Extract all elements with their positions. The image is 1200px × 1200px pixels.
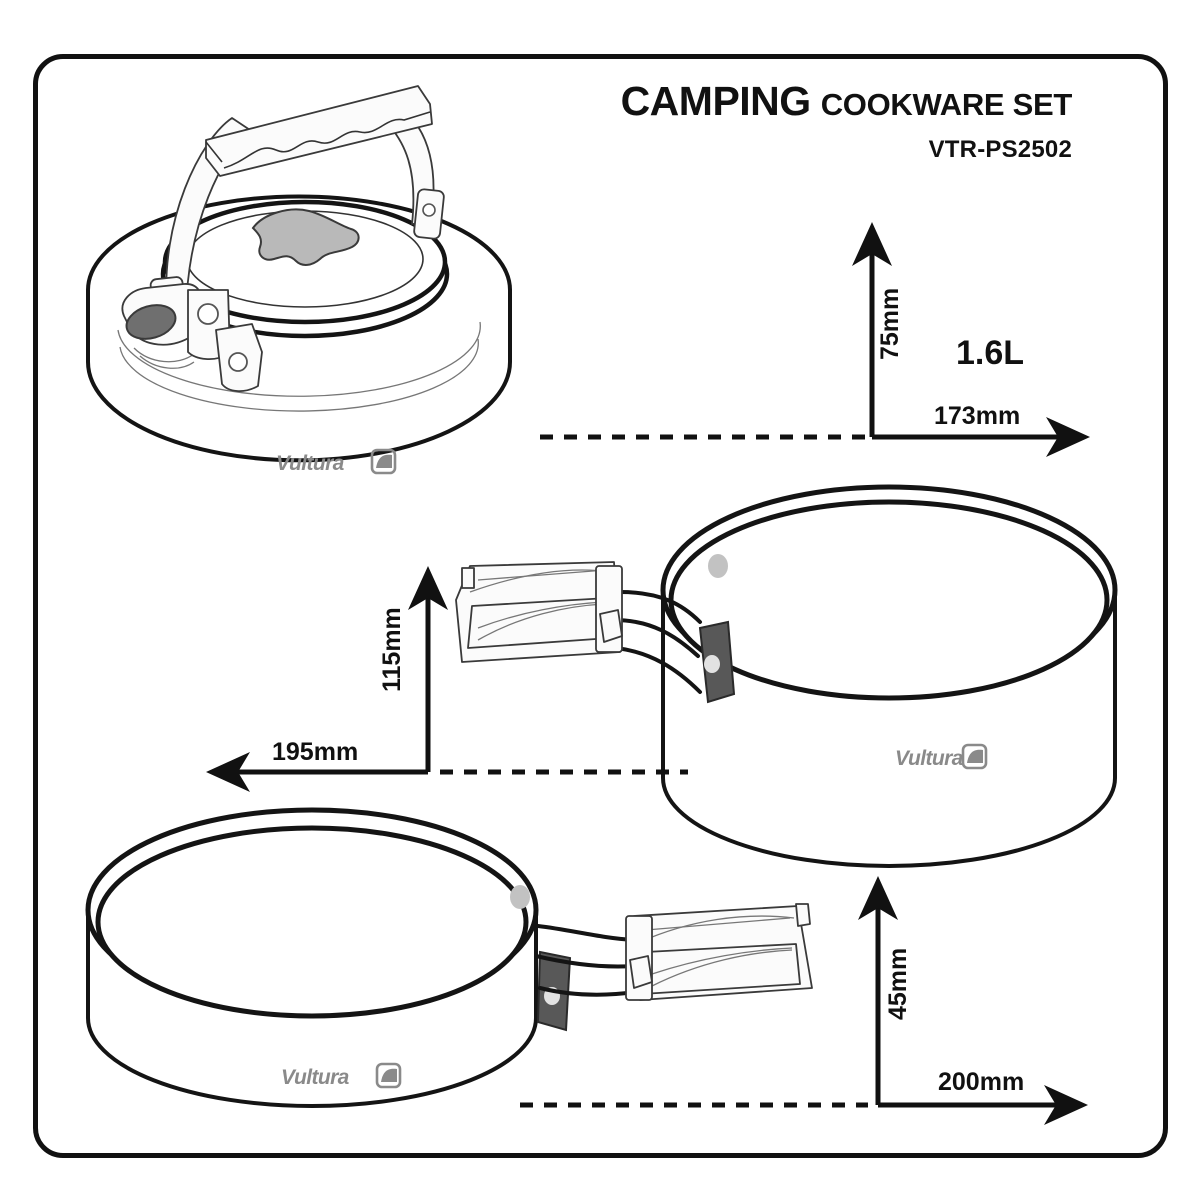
model-number: VTR-PS2502 xyxy=(928,136,1072,163)
title-main: CAMPING xyxy=(620,78,812,124)
diagram-frame xyxy=(33,54,1168,1158)
title-sub: COOKWARE SET xyxy=(820,87,1073,122)
